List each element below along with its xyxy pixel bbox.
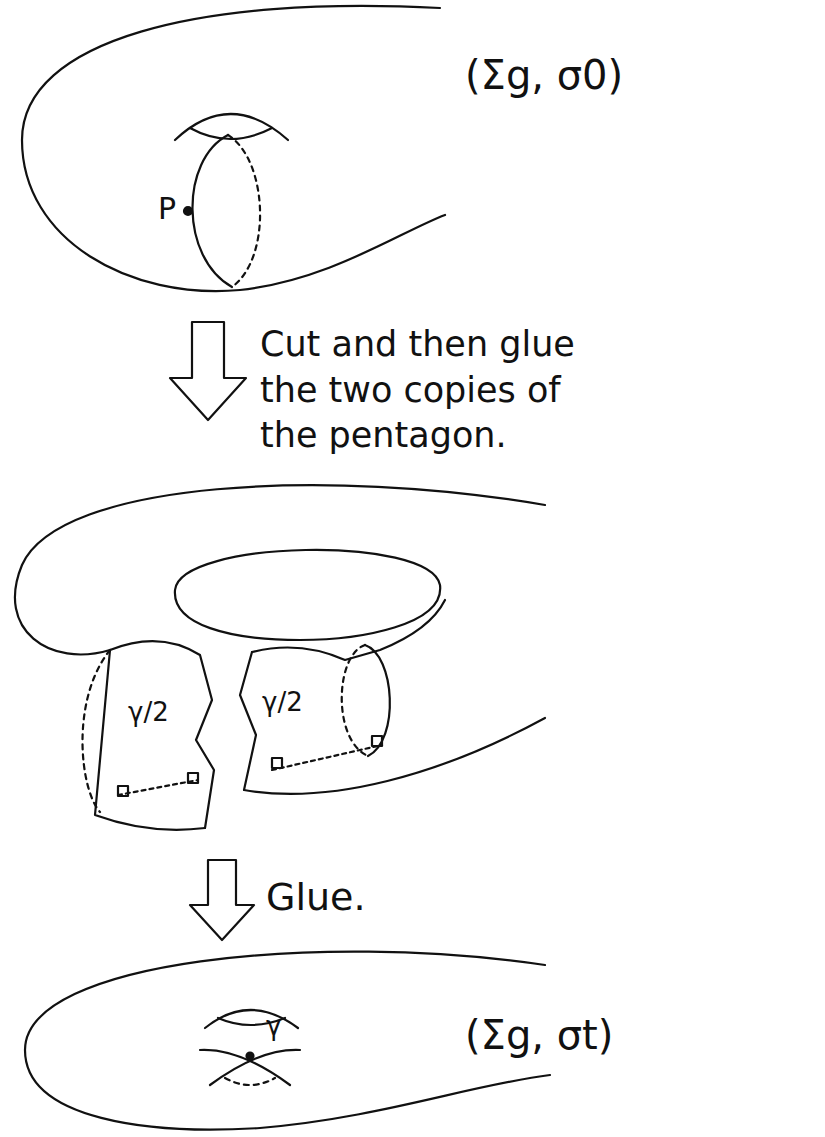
right-angle-mark [372,736,382,746]
pinched-curve [210,1050,300,1085]
surface-outline [22,6,445,291]
point-dot [247,1053,254,1060]
step-note: Cut and then glue the two copies of the … [260,322,620,459]
perpendicular [118,780,198,795]
hole-outline [175,550,440,640]
curve-label: γ [266,1012,281,1042]
boundary-curve [365,645,390,756]
meridian-hidden [228,135,260,287]
point-label: P [158,192,176,227]
point-dot [184,207,192,215]
surface-label: (Σg, σt) [465,1012,613,1058]
perpendicular [272,745,382,770]
meridian-curve [192,135,232,287]
cut-edge [110,641,214,828]
hollow-arrow [170,322,246,420]
hollow-arrow [190,860,254,940]
cut-piece [95,650,205,830]
right-angle-mark [188,773,198,783]
handle-arc [205,1010,298,1028]
step-note: Glue. [266,876,366,920]
pinched-hidden [225,1078,275,1085]
surface-label: (Σg, σ0) [465,52,623,98]
pinched-curve [200,1050,290,1085]
right-angle-mark [272,758,282,768]
boundary-hidden [342,645,368,756]
length-label: γ/2 [128,698,169,728]
length-label: γ/2 [262,688,303,718]
surface-outline [15,485,545,654]
cut-piece [252,600,445,660]
meridian-hidden [83,650,111,812]
cut-piece [244,718,545,794]
cut-edge [240,652,256,790]
right-angle-mark [118,786,128,796]
